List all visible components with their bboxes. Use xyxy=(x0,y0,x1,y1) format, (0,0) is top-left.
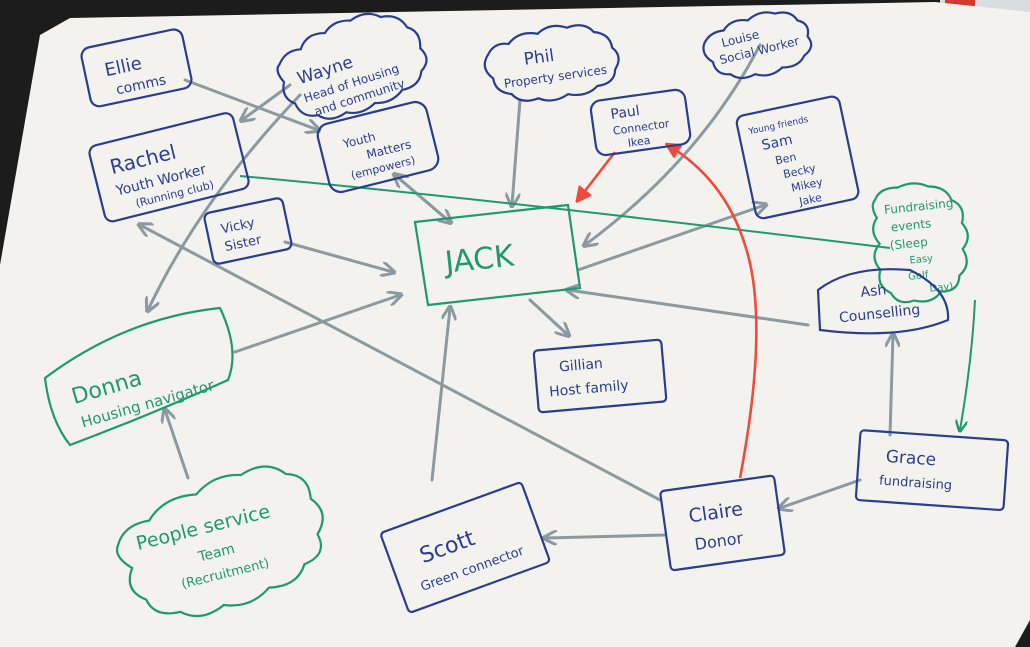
node-grace: Grace fundraising xyxy=(854,429,1010,512)
svg-text:Vicky: Vicky xyxy=(220,216,257,238)
svg-text:Phil: Phil xyxy=(523,46,556,70)
svg-text:Paul: Paul xyxy=(610,103,641,123)
svg-text:Ikea: Ikea xyxy=(627,134,651,150)
svg-text:Ben: Ben xyxy=(774,150,798,167)
svg-text:Gillian: Gillian xyxy=(558,356,603,376)
svg-text:Golf: Golf xyxy=(908,270,930,283)
svg-text:Easy: Easy xyxy=(909,253,934,266)
svg-text:Sam: Sam xyxy=(760,132,794,154)
svg-text:Grace: Grace xyxy=(885,447,937,470)
svg-text:Jake: Jake xyxy=(797,191,823,209)
svg-text:fundraising: fundraising xyxy=(879,473,953,493)
jack-label: JACK xyxy=(441,238,517,280)
svg-text:Ash: Ash xyxy=(860,282,887,301)
node-jack: JACK xyxy=(413,203,582,307)
svg-text:Day): Day) xyxy=(929,281,954,294)
node-gillian: Gillian Host family xyxy=(532,338,668,414)
svg-text:events: events xyxy=(890,216,932,234)
node-fundraising-events: Fundraising events (Sleep Easy Golf Day) xyxy=(871,182,969,304)
svg-text:(Sleep: (Sleep xyxy=(889,235,928,253)
node-vicky: Vicky Sister xyxy=(203,197,293,265)
connection-arrows xyxy=(140,43,976,538)
svg-text:Host family: Host family xyxy=(549,378,630,401)
